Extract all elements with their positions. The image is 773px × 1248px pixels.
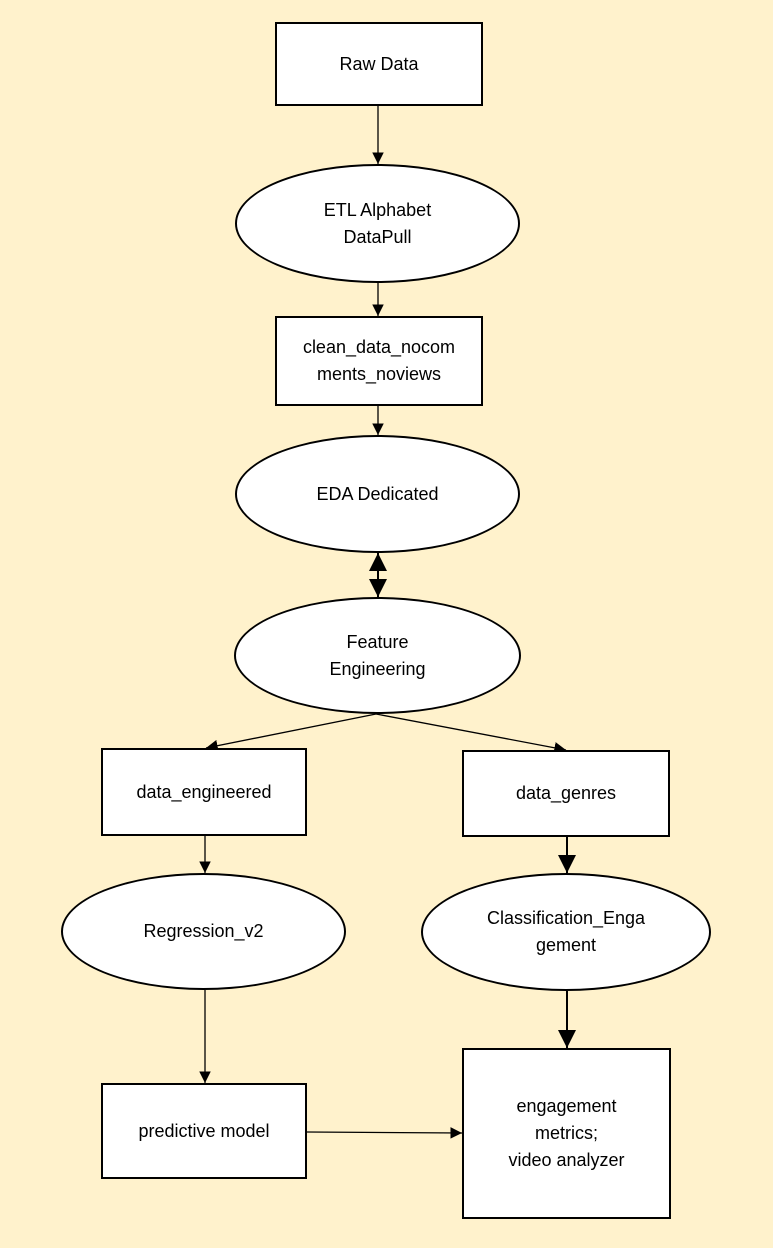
node-data-genres-label: data_genres bbox=[515, 783, 617, 803]
node-eda-label: EDA Dedicated bbox=[316, 483, 439, 504]
edge-feature-to-data-engineered bbox=[205, 713, 377, 752]
node-data-engineered-label: data_engineered bbox=[136, 781, 272, 802]
node-predictive-model-label: predictive model bbox=[138, 1120, 270, 1141]
node-engagement-metrics: engagement metrics; video analyzer bbox=[462, 1048, 671, 1219]
node-clean-data: clean_data_nocom ments_noviews bbox=[275, 316, 483, 406]
node-engagement-metrics-label: engagement metrics; video analyzer bbox=[508, 1096, 625, 1170]
node-data-engineered: data_engineered bbox=[101, 748, 307, 836]
node-classification-label: Classification_Enga gement bbox=[486, 908, 646, 955]
node-clean-data-label: clean_data_nocom ments_noviews bbox=[302, 337, 456, 384]
node-feature-engineering-label: Feature Engineering bbox=[329, 631, 426, 679]
node-regression-label: Regression_v2 bbox=[143, 921, 264, 941]
edge-feature-to-data-genres bbox=[375, 713, 567, 754]
node-eda-dedicated: EDA Dedicated bbox=[235, 435, 520, 553]
node-classification-engagement: Classification_Enga gement bbox=[421, 873, 711, 991]
node-feature-engineering: Feature Engineering bbox=[234, 597, 521, 714]
node-raw-data-label: Raw Data bbox=[339, 53, 419, 74]
edge-predictive-to-engagement bbox=[306, 1127, 463, 1139]
node-predictive-model: predictive model bbox=[101, 1083, 307, 1179]
node-etl-label: ETL Alphabet DataPull bbox=[323, 199, 432, 247]
node-etl-alphabet-datapull: ETL Alphabet DataPull bbox=[235, 164, 520, 283]
node-data-genres: data_genres bbox=[462, 750, 670, 837]
node-regression-v2: Regression_v2 bbox=[61, 873, 346, 990]
node-raw-data: Raw Data bbox=[275, 22, 483, 106]
